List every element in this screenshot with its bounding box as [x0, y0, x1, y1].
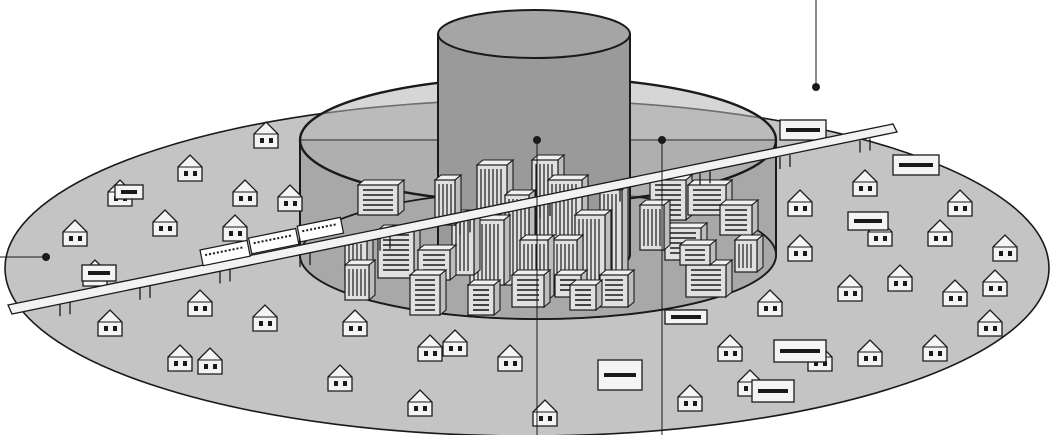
leader-line-center	[533, 136, 541, 435]
house-icon	[342, 309, 368, 337]
house-icon	[442, 329, 468, 357]
office-building-icon	[510, 268, 552, 309]
leader-lines	[0, 0, 820, 435]
house-icon	[232, 179, 258, 207]
house-icon	[847, 211, 889, 231]
house-icon	[167, 344, 193, 372]
house-icon	[779, 119, 827, 141]
house-icon	[977, 309, 1003, 337]
house-icon	[982, 269, 1008, 297]
office-building-icon	[678, 238, 718, 267]
houses-layer	[62, 119, 1018, 427]
house-icon	[497, 344, 523, 372]
house-icon	[197, 347, 223, 375]
office-building-icon	[408, 268, 448, 317]
house-icon	[253, 121, 279, 149]
house-icon	[152, 209, 178, 237]
railway-track	[7, 123, 898, 317]
leader-line-outer-left	[0, 253, 50, 261]
office-building-icon	[343, 258, 377, 302]
house-icon	[277, 184, 303, 212]
house-icon	[892, 154, 940, 176]
train-icon	[199, 216, 345, 267]
house-icon	[327, 364, 353, 392]
house-icon	[81, 264, 117, 282]
house-icon	[942, 279, 968, 307]
house-icon	[787, 234, 813, 262]
house-icon	[187, 289, 213, 317]
house-icon	[664, 309, 708, 325]
office-building-icon	[733, 233, 765, 274]
house-icon	[757, 289, 783, 317]
office-building-icon	[356, 178, 406, 217]
leader-line-outer-top	[812, 0, 820, 91]
house-icon	[177, 154, 203, 182]
house-icon	[677, 384, 703, 412]
house-icon	[887, 264, 913, 292]
leader-line-middle	[658, 136, 666, 435]
house-icon	[751, 379, 795, 403]
office-building-icon	[568, 278, 604, 312]
house-icon	[852, 169, 878, 197]
house-icon	[927, 219, 953, 247]
office-building-icon	[718, 198, 760, 237]
house-icon	[97, 309, 123, 337]
house-icon	[717, 334, 743, 362]
house-icon	[252, 304, 278, 332]
office-building-icon	[684, 258, 734, 299]
buildings-layer	[343, 153, 765, 317]
house-icon	[407, 389, 433, 417]
house-icon	[947, 189, 973, 217]
house-icon	[62, 219, 88, 247]
house-icon	[417, 334, 443, 362]
house-icon	[857, 339, 883, 367]
house-icon	[114, 184, 144, 200]
house-icon	[837, 274, 863, 302]
house-icon	[922, 334, 948, 362]
office-building-icon	[638, 198, 672, 252]
house-icon	[787, 189, 813, 217]
house-icon	[773, 339, 827, 363]
house-icon	[222, 214, 248, 242]
office-building-icon	[466, 278, 502, 317]
house-icon	[992, 234, 1018, 262]
office-building-icon	[598, 268, 636, 309]
house-icon	[597, 359, 643, 391]
